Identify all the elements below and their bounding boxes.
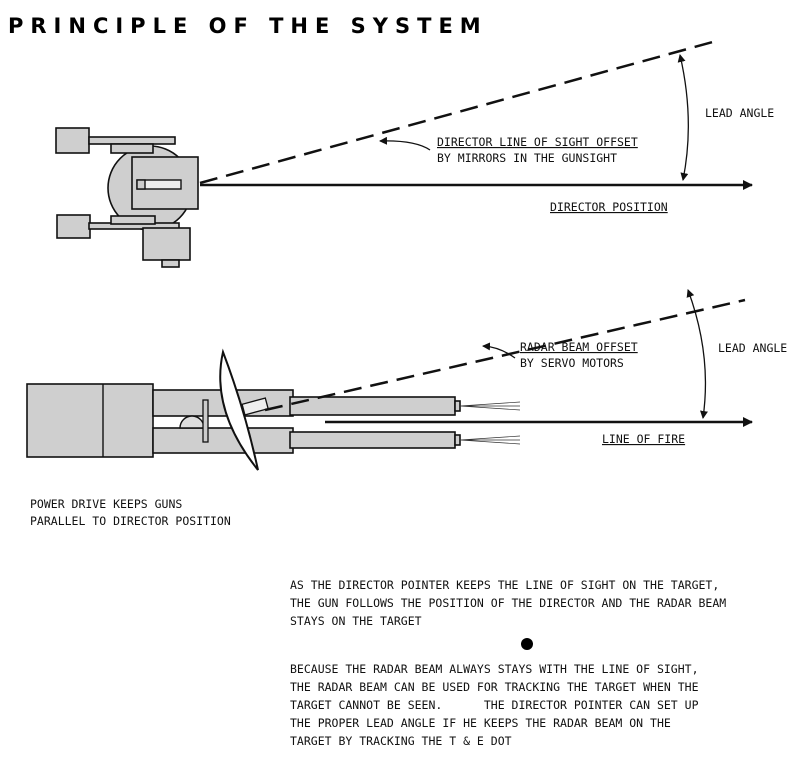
bullet-dot xyxy=(521,638,533,650)
offset-label-bottom-1: RADAR BEAM OFFSET xyxy=(520,340,638,354)
note-line: THE RADAR BEAM CAN BE USED FOR TRACKING … xyxy=(290,680,699,694)
note-line: AS THE DIRECTOR POINTER KEEPS THE LINE O… xyxy=(290,578,719,592)
note-line: TARGET CANNOT BE SEEN. THE DIRECTOR POIN… xyxy=(290,698,699,712)
callout-arrow-bottom xyxy=(482,342,516,359)
director-line-of-sight xyxy=(199,38,721,185)
director-position-label: DIRECTOR POSITION xyxy=(550,200,668,214)
offset-label-top-2: BY MIRRORS IN THE GUNSIGHT xyxy=(437,151,617,165)
note-line: STAYS ON THE TARGET xyxy=(290,614,422,628)
lead-angle-arc-top xyxy=(677,54,689,181)
offset-label-top-1: DIRECTOR LINE OF SIGHT OFFSET xyxy=(437,135,638,149)
line-of-fire-label: LINE OF FIRE xyxy=(602,432,685,446)
page-title: PRINCIPLE OF THE SYSTEM xyxy=(8,14,488,38)
lead-angle-label-top: LEAD ANGLE xyxy=(705,106,774,120)
gun-mount xyxy=(26,348,521,471)
callout-arrow-top xyxy=(379,136,431,151)
radar-beam-line xyxy=(264,298,746,412)
director-unit xyxy=(55,127,199,268)
note-line: THE GUN FOLLOWS THE POSITION OF THE DIRE… xyxy=(290,596,726,610)
note-line: BECAUSE THE RADAR BEAM ALWAYS STAYS WITH… xyxy=(290,662,699,676)
power-drive-label-2: PARALLEL TO DIRECTOR POSITION xyxy=(30,514,231,528)
offset-label-bottom-2: BY SERVO MOTORS xyxy=(520,356,624,370)
note-line: THE PROPER LEAD ANGLE IF HE KEEPS THE RA… xyxy=(290,716,671,730)
note-paragraph-1: AS THE DIRECTOR POINTER KEEPS THE LINE O… xyxy=(290,578,726,628)
power-drive-label-1: POWER DRIVE KEEPS GUNS xyxy=(30,497,182,511)
lead-angle-label-bottom: LEAD ANGLE xyxy=(718,341,787,355)
note-line: TARGET BY TRACKING THE T & E DOT xyxy=(290,734,512,748)
lead-angle-arc-bottom xyxy=(686,289,708,419)
note-paragraph-2: BECAUSE THE RADAR BEAM ALWAYS STAYS WITH… xyxy=(290,662,699,748)
